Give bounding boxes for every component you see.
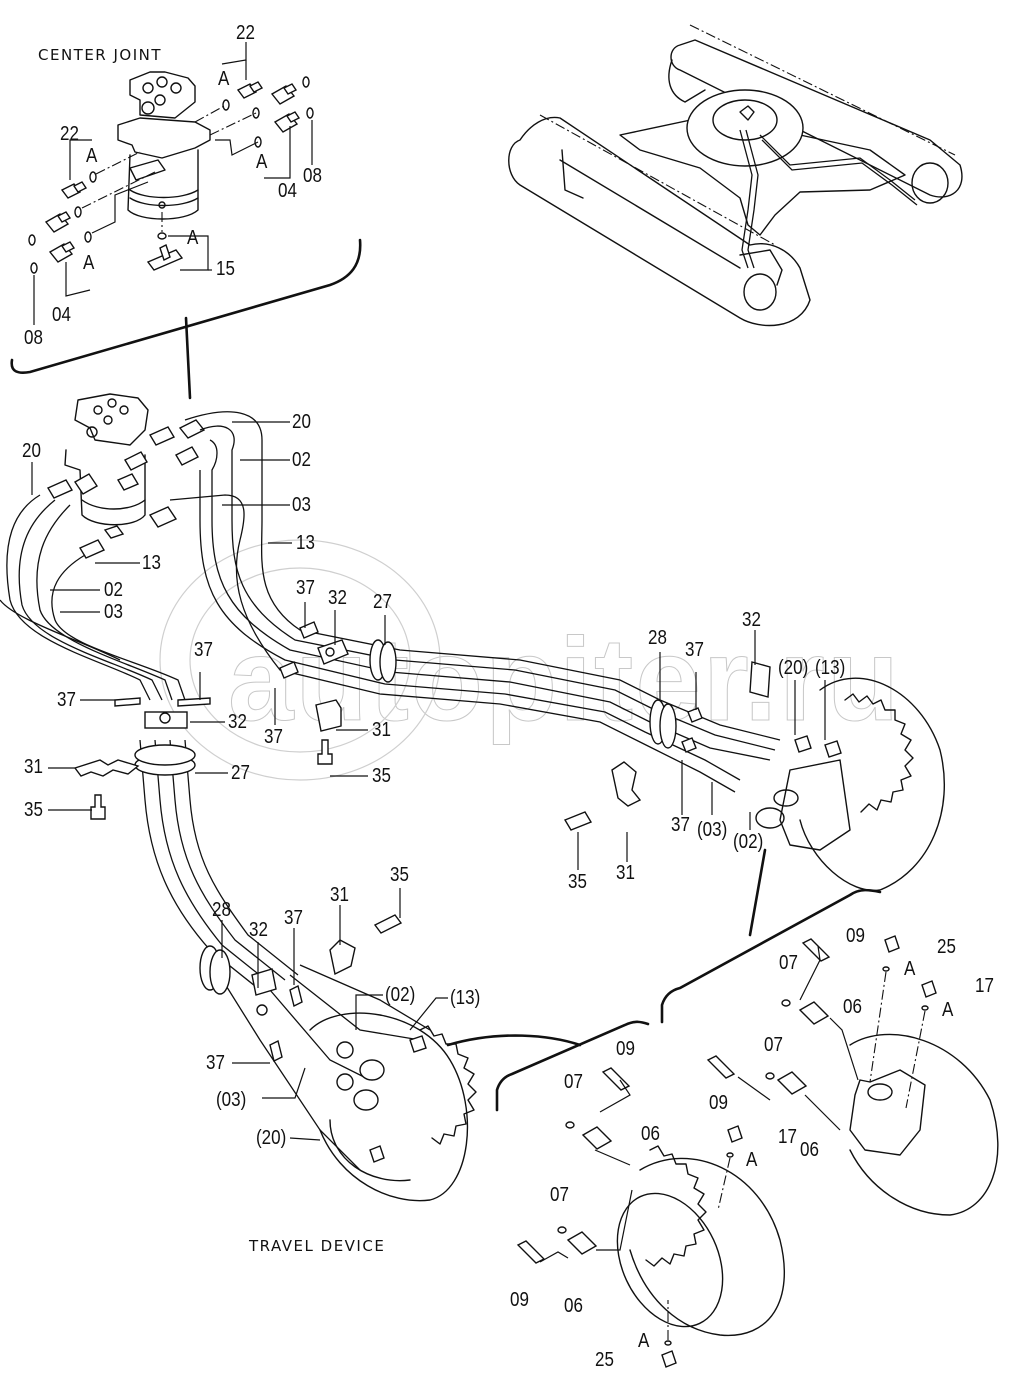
callout-06: 06 [564,1295,583,1317]
callout-37: 37 [296,577,315,599]
travel-device-title: TRAVEL DEVICE [249,1237,386,1255]
callout-a: A [83,252,95,274]
callout-37: 37 [57,689,76,711]
callout-15: 15 [216,258,235,280]
callout-17: 17 [778,1126,797,1148]
callout-a: A [218,68,230,90]
callout-28: 28 [212,899,231,921]
callout-32: 32 [328,587,347,609]
callout-31: 31 [24,756,43,778]
callout-a: A [942,999,954,1021]
undercarriage-overview [508,24,963,327]
callout-a: A [904,958,916,980]
callout-31: 31 [372,719,391,741]
callout-27: 27 [373,591,392,613]
callout-37: 37 [284,907,303,929]
callout-13: 13 [296,532,315,554]
callout-07: 07 [564,1071,583,1093]
callout-37: 37 [194,639,213,661]
callout-03-ref: (03) [216,1089,247,1111]
watermark-logo [159,539,441,781]
callout-17: 17 [975,975,994,997]
travel-device-detail-right [660,888,999,1216]
callout-02: 02 [292,449,311,471]
callout-04: 04 [278,180,297,202]
callout-06: 06 [800,1139,819,1161]
callout-20: 20 [22,440,41,462]
callout-22: 22 [60,123,79,145]
callout-04: 04 [52,304,71,326]
callout-35: 35 [372,765,391,787]
callout-25: 25 [937,936,956,958]
callout-06: 06 [843,996,862,1018]
center-joint-exploded [10,42,362,400]
hose-routing-main [0,393,945,1202]
callout-35: 35 [568,871,587,893]
callout-a: A [746,1149,758,1171]
callout-31: 31 [330,884,349,906]
callout-37: 37 [206,1052,225,1074]
callout-03: 03 [292,494,311,516]
callout-20-ref: (20) [778,657,809,679]
callout-32: 32 [228,711,247,733]
callout-28: 28 [648,627,667,649]
callout-37: 37 [685,639,704,661]
callout-a: A [86,145,98,167]
callout-a: A [638,1330,650,1352]
callout-06: 06 [641,1123,660,1145]
callout-08: 08 [24,327,43,349]
callout-22: 22 [236,22,255,44]
callout-13-ref: (13) [815,657,846,679]
callout-02-ref: (02) [385,984,416,1006]
callout-32: 32 [249,919,268,941]
callout-31: 31 [616,862,635,884]
callout-20: 20 [292,411,311,433]
callout-07: 07 [764,1034,783,1056]
callout-02: 02 [104,579,123,601]
callout-25: 25 [595,1349,614,1371]
callout-02-ref: (02) [733,831,764,853]
callout-13: 13 [142,552,161,574]
callout-08: 08 [303,165,322,187]
callout-13-ref: (13) [450,987,481,1009]
center-joint-title: CENTER JOINT [38,46,163,64]
callout-07: 07 [779,952,798,974]
callout-a: A [187,227,199,249]
callout-09: 09 [616,1038,635,1060]
callout-09: 09 [510,1289,529,1311]
callout-37: 37 [671,814,690,836]
callout-27: 27 [231,762,250,784]
callout-37: 37 [264,726,283,748]
callout-20-ref: (20) [256,1127,287,1149]
callout-09: 09 [709,1092,728,1114]
travel-device-detail-left [495,1020,785,1368]
callout-03-ref: (03) [697,819,728,841]
callout-07: 07 [550,1184,569,1206]
callout-35: 35 [24,799,43,821]
label-leaders [31,421,826,1141]
callout-a: A [256,151,268,173]
callout-09: 09 [846,925,865,947]
callout-03: 03 [104,601,123,623]
callout-35: 35 [390,864,409,886]
callout-32: 32 [742,609,761,631]
